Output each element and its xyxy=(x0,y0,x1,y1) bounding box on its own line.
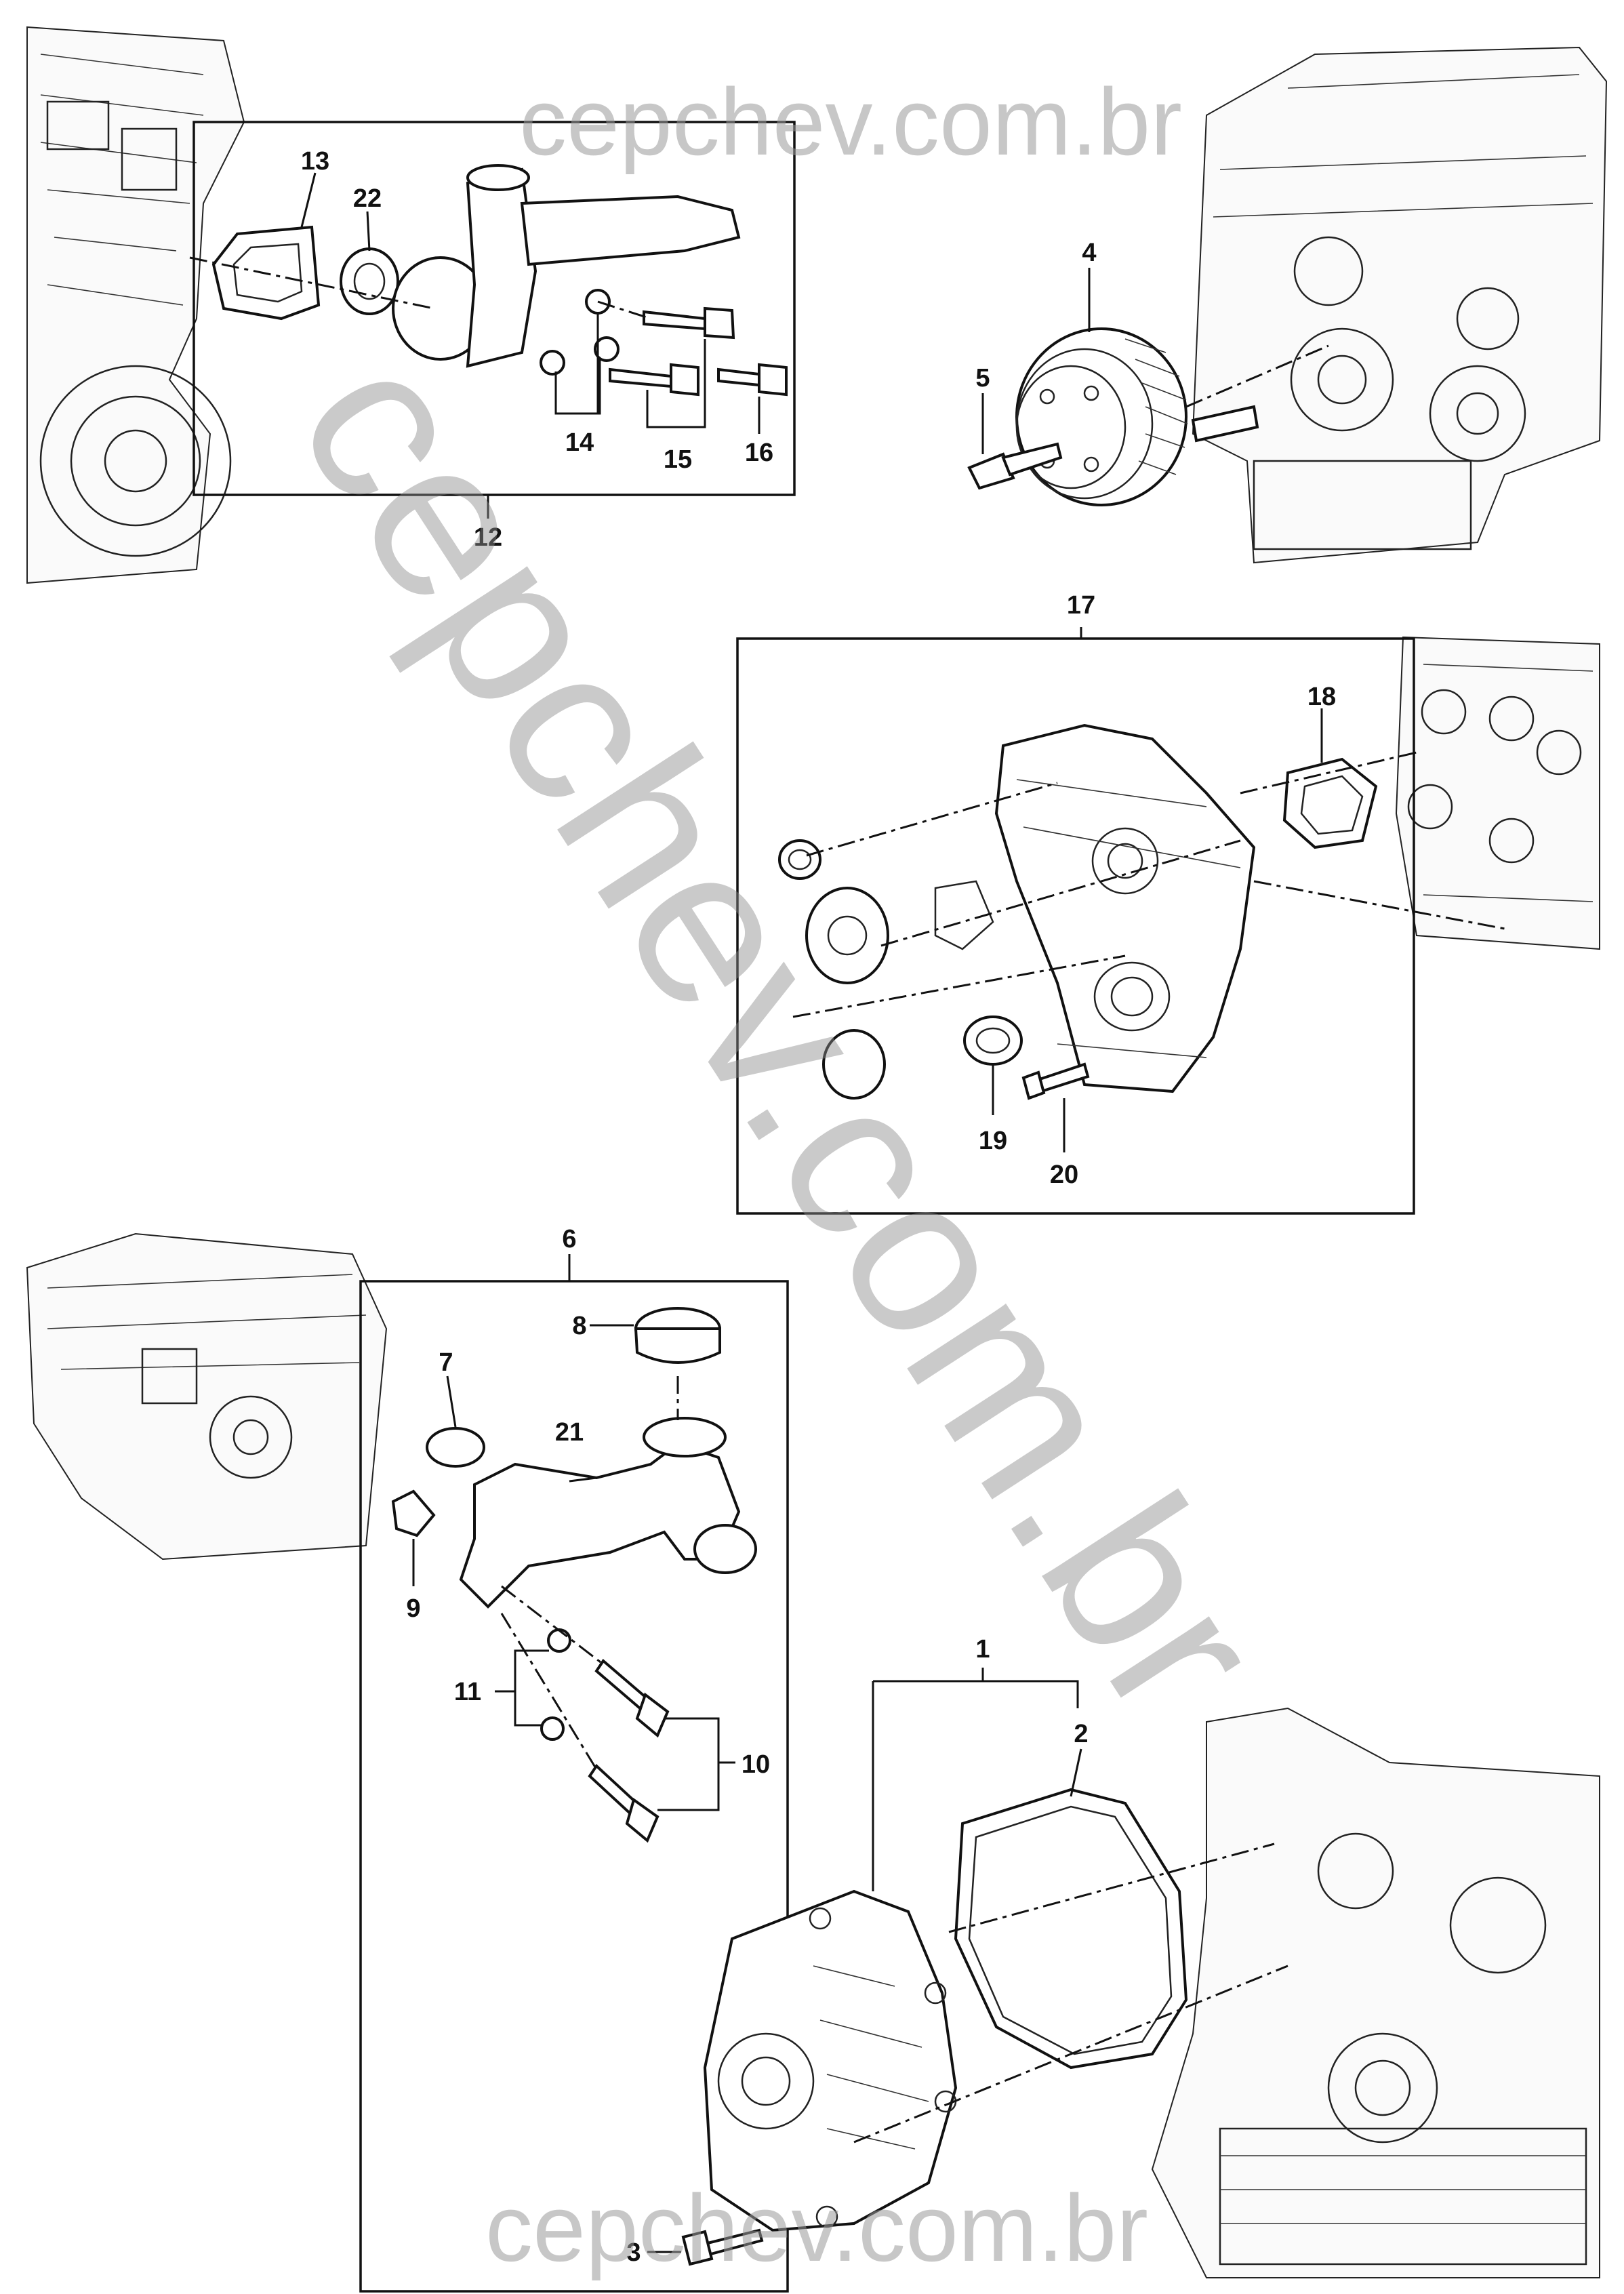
nut-11b xyxy=(540,1716,565,1741)
leader-lines-group-12 xyxy=(300,172,760,519)
callout-22: 22 xyxy=(353,184,382,213)
watermark-bottom: cepchev.com.br xyxy=(485,2175,1148,2281)
o-ring-7 xyxy=(426,1427,485,1468)
callout-16: 16 xyxy=(745,439,773,467)
gasket-9 xyxy=(391,1489,436,1537)
callout-12: 12 xyxy=(474,523,502,552)
callout-3: 3 xyxy=(626,2238,641,2267)
bolt-15a xyxy=(643,310,706,331)
bolt-16 xyxy=(717,367,760,387)
callout-5: 5 xyxy=(975,364,990,393)
engine-illustration-top-right xyxy=(1192,46,1608,564)
coolant-pipe-assembly xyxy=(189,164,788,397)
outlet-pipe-21 xyxy=(459,1442,741,1609)
watermark-top: cepchev.com.br xyxy=(519,68,1182,175)
callout-17: 17 xyxy=(1067,591,1095,620)
coolant-outlet-assembly xyxy=(391,1254,757,1843)
callout-20: 20 xyxy=(1050,1161,1078,1189)
thermostat-22 xyxy=(340,247,399,315)
nut-14b xyxy=(594,336,620,362)
callouts: 13 22 14 15 16 12 4 5 17 18 19 20 6 8 7 … xyxy=(301,147,1336,2267)
seal-19 xyxy=(963,1015,1023,1066)
group-box-12 xyxy=(192,121,796,496)
callout-15: 15 xyxy=(664,445,692,474)
water-pump-pulley xyxy=(967,268,1329,506)
group-box-17 xyxy=(736,637,1415,1215)
engine-illustration-top-left xyxy=(26,26,245,584)
callout-10: 10 xyxy=(742,1750,770,1779)
callout-2: 2 xyxy=(1074,1720,1088,1748)
callout-18: 18 xyxy=(1307,683,1336,711)
callout-19: 19 xyxy=(979,1127,1007,1155)
callout-4: 4 xyxy=(1082,239,1096,267)
group-box-6 xyxy=(359,1280,789,2293)
callout-6: 6 xyxy=(562,1225,576,1253)
engine-illustration-bottom-right xyxy=(1151,1707,1600,2278)
gasket-2 xyxy=(954,1788,1188,2070)
engine-illustration-middle-left xyxy=(26,1232,388,1561)
callout-9: 9 xyxy=(406,1594,420,1623)
nut-14c xyxy=(540,350,565,376)
callout-8: 8 xyxy=(572,1312,586,1340)
nut-11a xyxy=(547,1628,571,1653)
front-cover-20 xyxy=(994,723,1256,1093)
callout-14: 14 xyxy=(565,428,594,457)
water-pump-1 xyxy=(703,1889,958,2232)
callout-21: 21 xyxy=(555,1418,584,1447)
bolt-5 xyxy=(967,452,1015,490)
callout-7: 7 xyxy=(439,1348,453,1377)
timing-cover-assembly xyxy=(778,627,1505,1152)
callout-1: 1 xyxy=(975,1635,990,1664)
callout-11: 11 xyxy=(454,1678,481,1706)
engine-illustration-middle-right xyxy=(1395,636,1600,950)
water-pump-assembly xyxy=(647,1668,1288,2266)
bolt-15b xyxy=(609,367,672,388)
callout-13: 13 xyxy=(301,147,329,176)
